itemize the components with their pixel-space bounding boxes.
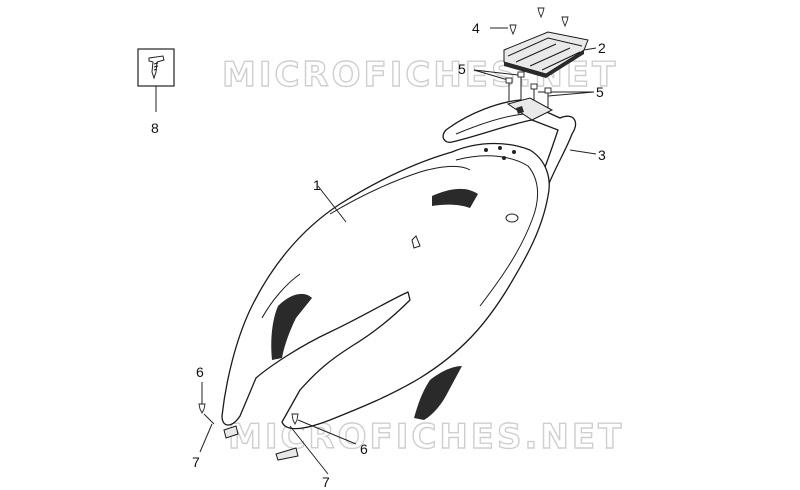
- rack-screws-item-4: [490, 7, 569, 36]
- callout-8: 8: [151, 120, 159, 136]
- callout-3: 3: [598, 147, 606, 163]
- callout-4: 4: [472, 20, 480, 36]
- callout-2: 2: [598, 40, 606, 56]
- callout-1: 1: [313, 177, 321, 193]
- callout-7-left: 7: [192, 454, 200, 470]
- callout-6-right: 6: [360, 441, 368, 457]
- fasteners-items-6-7: [198, 382, 357, 475]
- callout-7-right: 7: [322, 474, 330, 490]
- rear-body-cowl-item-1: [221, 142, 550, 461]
- screw-box-item-8: [137, 48, 175, 112]
- callout-5-right: 5: [596, 84, 604, 100]
- rack-plate-item-2: [503, 31, 597, 78]
- callout-5-left: 5: [458, 61, 466, 77]
- callout-6-left: 6: [196, 364, 204, 380]
